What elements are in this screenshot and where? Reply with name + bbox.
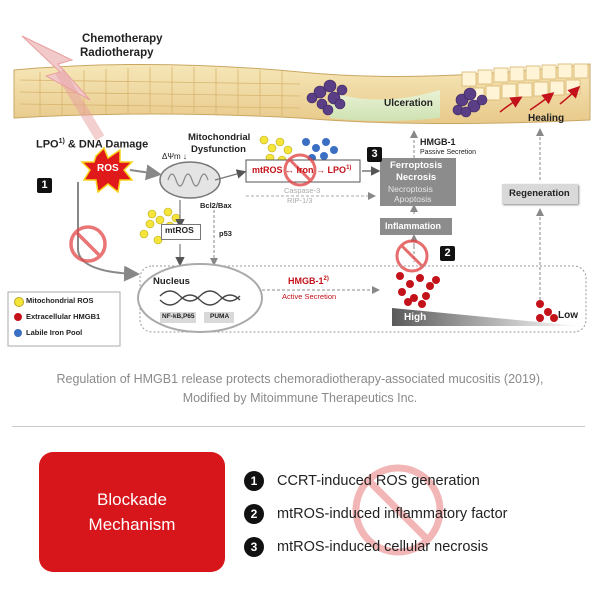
puma-label: PUMA [210, 313, 230, 320]
caption-line-1: Regulation of HMGB1 release protects che… [56, 372, 544, 386]
legend-label-hmgb1: Extracellular HMGB1 [26, 312, 101, 321]
cell-death-box [380, 158, 456, 206]
caption-line-2: Modified by Mitoimmune Therapeutics Inc. [182, 391, 418, 405]
inflammation-label: Inflammation [385, 221, 442, 231]
mito-dysfunction-title-1: Mitochondrial [188, 132, 251, 143]
puma-box [204, 312, 234, 323]
mechanism-item-1: 1 CCRT-induced ROS generation [244, 470, 480, 492]
mechanism-number-2: 2 [244, 504, 264, 524]
passive-secretion-label: Passive Secretion [420, 149, 477, 156]
low-label: Low [558, 310, 578, 321]
legend-dot-hmgb1 [14, 313, 22, 321]
p53-label: p53 [219, 229, 232, 238]
mtros-box [161, 224, 201, 240]
mechanism-item-2: 2 mtROS-induced inflammatory factor [244, 503, 507, 525]
header-radiotherapy: Radiotherapy [80, 47, 154, 59]
regeneration-label: Regeneration [509, 188, 570, 199]
legend-box [7, 291, 121, 347]
blockade-mechanism-box: Blockade Mechanism [39, 452, 225, 572]
mechanism-number-3: 3 [244, 537, 264, 557]
epithelial-tissue-band [13, 63, 591, 125]
nucleus-label: Nucleus [153, 276, 190, 287]
ros-label: ROS [97, 163, 119, 174]
active-secretion-label: Active Secretion [282, 292, 337, 301]
high-label: High [404, 312, 427, 323]
header-chemotherapy: Chemotherapy [82, 33, 163, 45]
delta-psi-label: ΔΨm ↓ [162, 152, 187, 161]
legend-label-iron: Labile Iron Pool [26, 328, 83, 337]
ferro-cycle-text: mtROS ↔ Iron → LPO1) [252, 165, 352, 175]
nfkb-box [160, 312, 196, 323]
ferroptosis-label: Ferroptosis [390, 160, 443, 171]
mtros-label: mtROS [165, 225, 194, 235]
secretion-region [139, 265, 587, 333]
mechanism-item-3: 3 mtROS-induced cellular necrosis [244, 536, 488, 558]
dna-strand-icon [159, 290, 241, 302]
mechanism-text-3: mtROS-induced cellular necrosis [277, 539, 489, 555]
gradient-wedge [392, 308, 580, 326]
block-symbol-3 [283, 153, 317, 187]
mechanism-text-2: mtROS-induced inflammatory factor [277, 506, 508, 522]
badge-2: 2 [440, 246, 455, 261]
necrosis-label: Necrosis [396, 172, 437, 183]
block-symbol-1 [69, 225, 107, 263]
nfkb-label: NF-kB,P65 [162, 313, 195, 320]
large-block-symbol-icon [352, 464, 444, 556]
inflammation-box [380, 218, 452, 235]
legend-dot-iron [14, 329, 22, 337]
block-symbol-2 [395, 239, 429, 273]
labile-iron-dots [302, 138, 338, 162]
hmgb1-dots [396, 272, 558, 322]
healing-label: Healing [528, 113, 565, 124]
apoptosis-label: Apoptosis [394, 194, 432, 204]
diagram-graphics [7, 35, 591, 347]
immune-cell-cluster-left [306, 79, 348, 116]
blockade-line-2: Mechanism [88, 515, 176, 534]
ulceration-label: Ulceration [384, 98, 433, 109]
caspase-label-2: RIP-1/3 [287, 196, 313, 205]
section-divider [12, 426, 585, 427]
mechanism-text-1: CCRT-induced ROS generation [277, 473, 480, 489]
bcl2-label: Bcl2/Bax [200, 201, 232, 210]
legend-label-mito-ros: Mitochondrial ROS [26, 296, 94, 305]
necroptosis-label: Necroptosis [388, 184, 433, 194]
caspase-label-1: Caspase-3 [284, 186, 321, 195]
ros-burst-icon [80, 146, 134, 194]
hmgb1-passive-label: HMGB-1 [420, 137, 456, 147]
blockade-line-1: Blockade [97, 490, 167, 509]
mitochondrion-icon [159, 161, 221, 199]
nucleus-icon [137, 263, 263, 333]
badge-3: 3 [367, 147, 382, 162]
regeneration-box [502, 184, 578, 204]
legend-dot-mito-ros [14, 297, 24, 307]
mucositis-diagram: Chemotherapy Radiotherapy LPO1) & DNA Da… [7, 33, 591, 347]
badge-1: 1 [37, 178, 52, 193]
immune-cell-cluster-right [452, 87, 488, 118]
mechanism-number-1: 1 [244, 471, 264, 491]
lpo-dna-damage-label: LPO1) & DNA Damage [36, 138, 149, 151]
mito-dysfunction-title-2: Dysfunction [191, 144, 246, 155]
hmgb1-active-label: HMGB-12) [288, 276, 329, 286]
figure-caption: Regulation of HMGB1 release protects che… [0, 370, 600, 408]
